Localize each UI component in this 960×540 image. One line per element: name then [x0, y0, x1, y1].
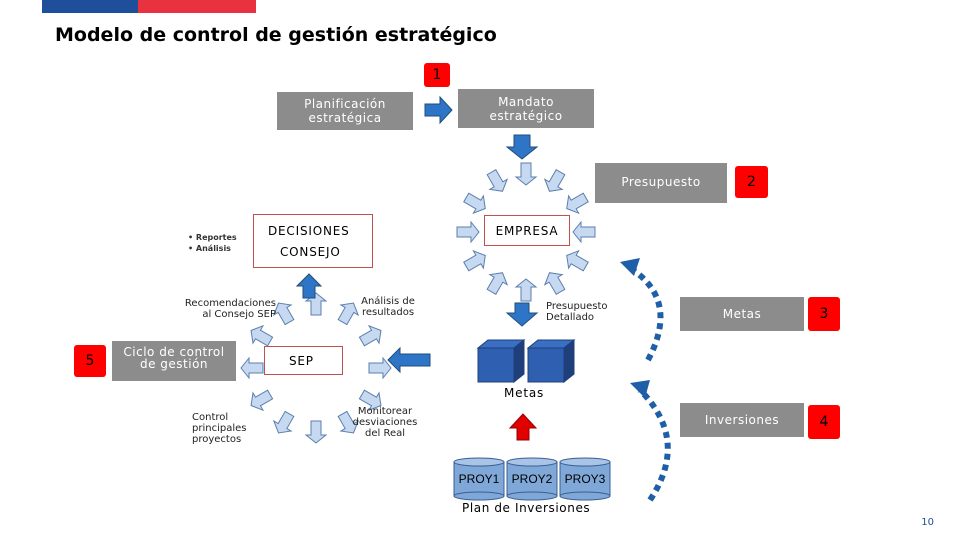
header-accent-blue: [42, 0, 138, 13]
badge-5: 5: [74, 345, 106, 377]
proy2-label: PROY2: [511, 472, 553, 486]
bullet-list: • Reportes • Análisis: [188, 232, 237, 254]
inversiones-label: Inversiones: [704, 413, 780, 427]
arrow-up-decisiones: [295, 273, 323, 299]
page-number: 10: [921, 517, 934, 528]
dashed-arrowhead-lower: [630, 380, 650, 398]
arrow-down-detallado: [505, 302, 539, 327]
control-label: Control principales proyectos: [192, 412, 247, 445]
presupuesto-detallado-label: Presupuesto Detallado: [546, 301, 608, 323]
arrow-left-sep: [387, 346, 431, 374]
planificacion-label: Planificación estratégica: [304, 97, 386, 125]
proy1-label: PROY1: [458, 472, 500, 486]
proy3-label: PROY3: [564, 472, 606, 486]
sep-box: SEP: [264, 346, 343, 375]
presupuesto-box: Presupuesto: [595, 163, 727, 203]
cube-right: [526, 338, 576, 384]
planificacion-box: Planificación estratégica: [277, 92, 413, 130]
arrow-down-mandato: [505, 134, 539, 160]
inversiones-box: Inversiones: [680, 403, 804, 437]
recomendaciones-label: Recomendaciones al Consejo SEP: [184, 298, 276, 320]
arrow-right-top: [424, 95, 453, 125]
bullet-item: • Reportes: [188, 233, 237, 242]
decisiones-label: DECISIONES: [268, 224, 350, 238]
dashed-arrow-upper: [628, 265, 664, 362]
bullet-item: • Análisis: [188, 244, 231, 253]
cube-left: [476, 338, 526, 384]
sep-label: SEP: [289, 353, 314, 368]
presupuesto-label: Presupuesto: [621, 175, 701, 189]
analisis-resultados-label: Análisis de resultados: [361, 296, 415, 318]
dashed-arrowhead-upper: [620, 258, 640, 276]
metas-box-label: Metas: [722, 307, 762, 321]
slide-title: Modelo de control de gestión estratégico: [55, 24, 497, 46]
mandato-label: Mandato estratégico: [489, 94, 563, 123]
metas-label: Metas: [504, 386, 545, 400]
decisiones-consejo-box: DECISIONES CONSEJO: [253, 214, 373, 268]
cylinder-proy3: [559, 457, 611, 501]
empresa-label: EMPRESA: [495, 223, 559, 238]
dashed-arrow-lower: [637, 387, 671, 502]
ciclo-label: Ciclo de control de gestión: [123, 345, 225, 371]
plan-inversiones-label: Plan de Inversiones: [462, 501, 591, 515]
badge-2: 2: [735, 166, 768, 198]
badge-4: 4: [808, 405, 840, 439]
consejo-label: CONSEJO: [280, 245, 341, 259]
empresa-box: EMPRESA: [484, 215, 570, 246]
mandato-box: Mandato estratégico: [458, 89, 594, 128]
arrow-up-red: [508, 413, 538, 441]
badge-1: 1: [424, 63, 450, 87]
metas-box: Metas: [680, 297, 804, 331]
monitorear-label: Monitorear desviaciones del Real: [352, 406, 418, 439]
cylinder-proy2: [506, 457, 558, 501]
cylinder-proy1: [453, 457, 505, 501]
ciclo-box: Ciclo de control de gestión: [112, 341, 236, 381]
header-accent-red: [138, 0, 256, 13]
badge-3: 3: [808, 297, 840, 331]
